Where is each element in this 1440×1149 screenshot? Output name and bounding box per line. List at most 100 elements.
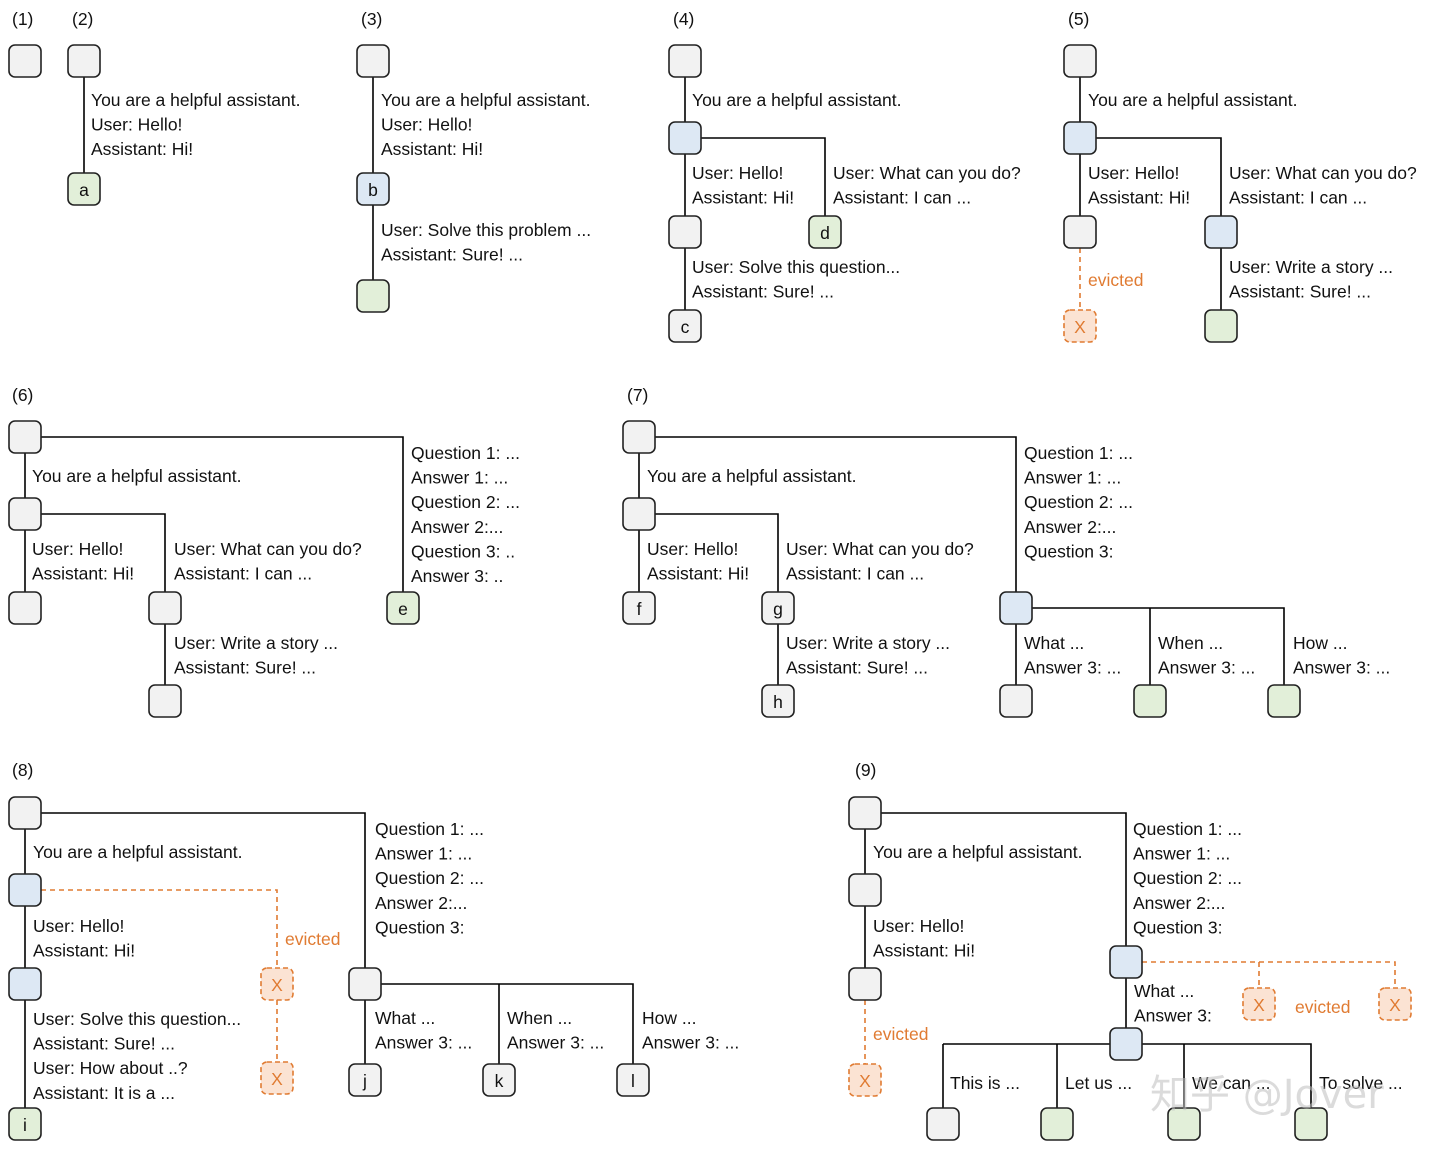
panel-label: (8) — [12, 760, 33, 780]
evicted-node-x: X — [1063, 309, 1097, 343]
node-label: g — [773, 599, 783, 619]
tree-node — [356, 279, 390, 313]
tree-node — [8, 44, 42, 78]
edge-text: User: Write a story ... — [1229, 257, 1393, 277]
edge-text: Question 1: ... — [375, 819, 484, 839]
edge-text: User: Write a story ... — [174, 633, 338, 653]
tree-edge — [1096, 137, 1222, 310]
node-label: j — [362, 1071, 367, 1091]
edge-text: Answer 3: — [1134, 1006, 1212, 1026]
edge-text: User: Solve this question... — [692, 257, 900, 277]
edge-text: Assistant: I can ... — [833, 188, 971, 208]
tree-node-box — [148, 684, 182, 718]
tree-node-box — [616, 1063, 650, 1097]
tree-node-box — [1267, 684, 1301, 718]
tree-node — [848, 873, 882, 907]
evicted-node-box — [260, 1061, 294, 1095]
tree-node — [348, 967, 382, 1001]
evicted-edge — [41, 889, 278, 968]
node-label: h — [773, 692, 783, 712]
edge-text: You are a helpful assistant. — [647, 466, 857, 486]
evicted-node-x: X — [260, 967, 294, 1001]
edge-text: Assistant: Hi! — [692, 188, 794, 208]
edge-text: Question 3: — [1024, 541, 1114, 561]
tree-node: f — [622, 591, 656, 625]
tree-node: i — [8, 1107, 42, 1141]
edge-text: You are a helpful assistant. — [33, 842, 243, 862]
edge-text: Answer 3: ... — [507, 1033, 604, 1053]
edge-text: Assistant: Sure! ... — [174, 658, 316, 678]
node-label: b — [368, 180, 378, 200]
tree-node-box — [761, 684, 795, 718]
edge-text: Answer 3: ... — [1158, 658, 1255, 678]
edge-text: Assistant: Sure! ... — [381, 245, 523, 265]
edge-text: You are a helpful assistant. — [1088, 90, 1298, 110]
evicted-label: evicted — [1295, 997, 1350, 1017]
edge-text: User: Hello! — [381, 115, 472, 135]
tree-node — [1040, 1107, 1074, 1141]
edge-text: Answer 1: ... — [1024, 468, 1121, 488]
tree-node-box — [999, 684, 1033, 718]
edge-text: Answer 3: ... — [642, 1033, 739, 1053]
tree-node: k — [482, 1063, 516, 1097]
edge-text: Question 2: ... — [1024, 492, 1133, 512]
tree-edge — [655, 513, 779, 686]
tree-node-box — [482, 1063, 516, 1097]
edge-text: Assistant: It is a ... — [33, 1083, 175, 1103]
tree-node-box — [622, 497, 656, 531]
edge-text: User: Hello! — [873, 916, 964, 936]
tree-node — [148, 684, 182, 718]
panel-label: (6) — [12, 385, 33, 405]
edge-text: User: What can you do? — [174, 539, 362, 559]
tree-node-box — [356, 172, 390, 206]
edge-text: Assistant: Sure! ... — [1229, 282, 1371, 302]
edge-text: Assistant: Hi! — [873, 941, 975, 961]
tree-node — [8, 873, 42, 907]
edge-text: Assistant: Hi! — [1088, 188, 1190, 208]
edge-text: User: Solve this problem ... — [381, 220, 591, 240]
tree-node — [848, 796, 882, 830]
evicted-edge — [1142, 961, 1396, 988]
tree-node — [999, 591, 1033, 625]
edge-text: Question 1: ... — [1024, 443, 1133, 463]
edge-text: Answer 2:... — [375, 893, 467, 913]
tree-node: a — [67, 172, 101, 206]
edge-text: What ... — [1024, 633, 1084, 653]
edge-text: Question 1: ... — [1133, 819, 1242, 839]
edge-text: Answer 3: ... — [1293, 658, 1390, 678]
edge-text: When ... — [1158, 633, 1223, 653]
edge-text: Answer 1: ... — [1133, 844, 1230, 864]
edge-text: Answer 2:... — [1024, 517, 1116, 537]
edge-text: You are a helpful assistant. — [91, 90, 301, 110]
tree-node: d — [808, 215, 842, 249]
edge-text: User: Hello! — [91, 115, 182, 135]
panel-label: (4) — [673, 9, 694, 29]
tree-node — [1063, 121, 1097, 155]
edge-text: Answer 1: ... — [375, 844, 472, 864]
edge-text: Question 2: ... — [411, 492, 520, 512]
evicted-node-box — [1063, 309, 1097, 343]
evicted-node-x-label: X — [1389, 995, 1401, 1015]
edge-text: User: Hello! — [692, 163, 783, 183]
tree-node: c — [668, 309, 702, 343]
edge-text: Let us ... — [1065, 1073, 1132, 1093]
tree-node — [1063, 215, 1097, 249]
edge-text: Answer 3: ... — [1024, 658, 1121, 678]
evicted-node-x: X — [848, 1063, 882, 1097]
tree-node-box — [999, 591, 1033, 625]
edge-text: User: Hello! — [1088, 163, 1179, 183]
tree-node-box — [1063, 121, 1097, 155]
tree-node — [8, 796, 42, 830]
tree-node — [668, 215, 702, 249]
tree-node-box — [1109, 945, 1143, 979]
edge-text: User: How about ..? — [33, 1058, 188, 1078]
edge-text: User: Hello! — [647, 539, 738, 559]
evicted-node-x-label: X — [1074, 317, 1086, 337]
tree-node-box — [761, 591, 795, 625]
tree-edge — [41, 812, 366, 968]
node-label: f — [637, 599, 642, 619]
evicted-node-box — [1378, 987, 1412, 1021]
tree-node-box — [8, 420, 42, 454]
tree-node — [848, 967, 882, 1001]
